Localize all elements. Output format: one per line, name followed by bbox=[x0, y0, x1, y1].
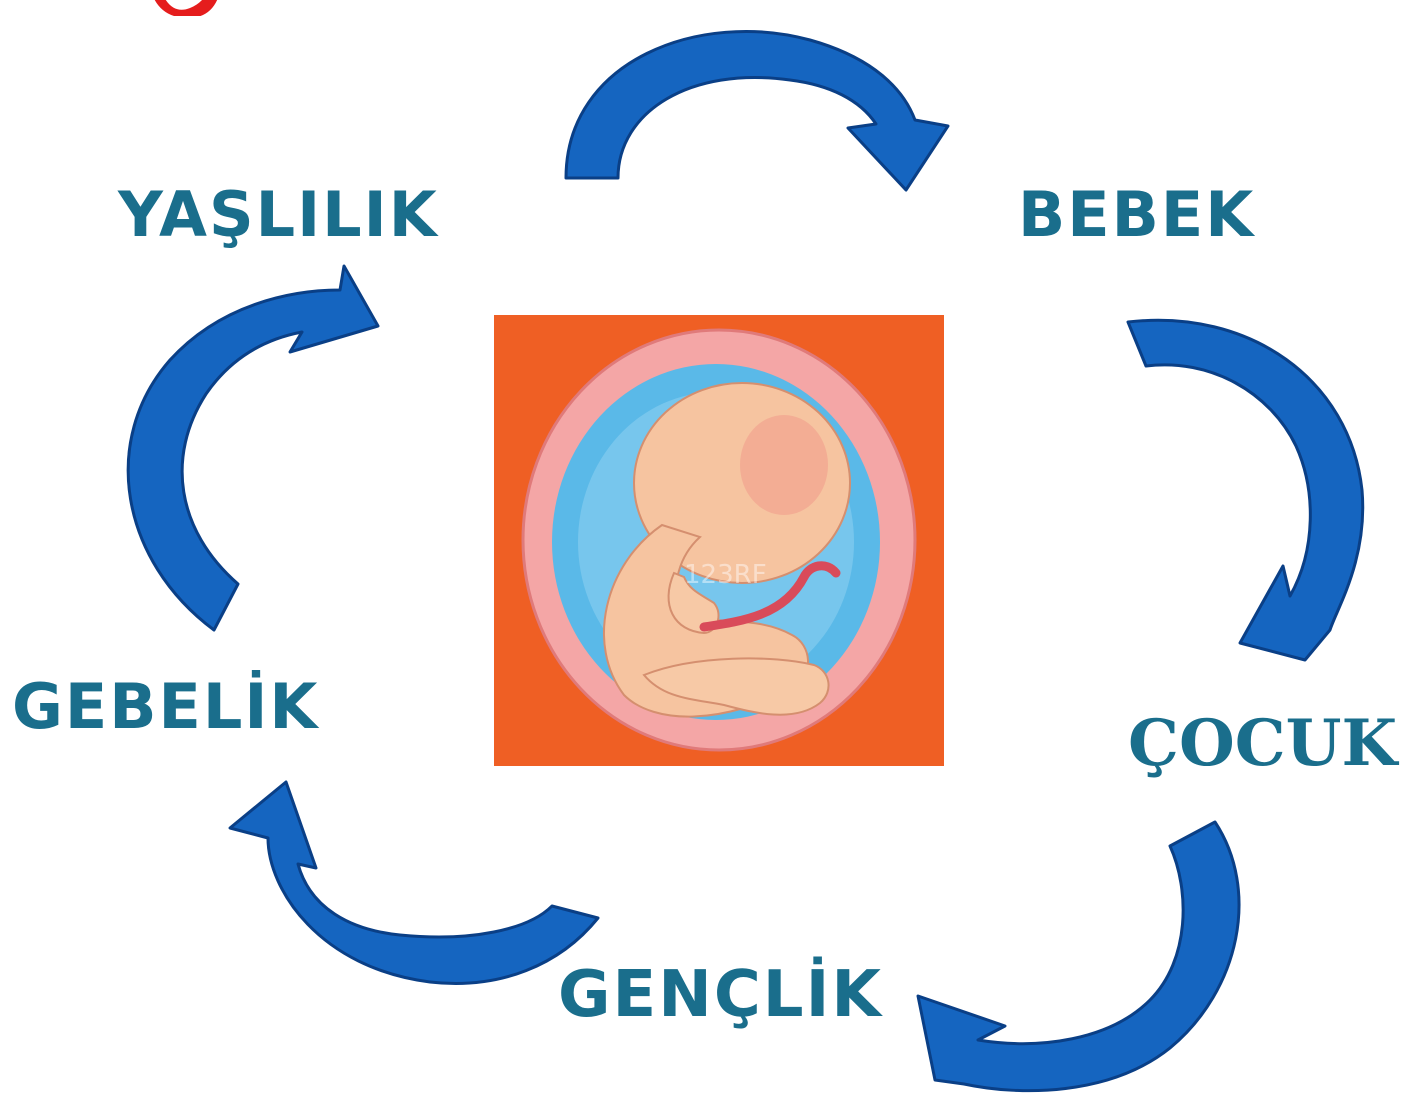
label-bebek: BEBEK bbox=[1018, 184, 1255, 246]
cycle-arrow-icon bbox=[918, 822, 1239, 1091]
label-genclik: GENÇLİK bbox=[558, 963, 883, 1027]
cycle-arrow-icon bbox=[566, 31, 948, 190]
cycle-arrow-icon bbox=[1128, 320, 1363, 660]
cycle-arrow-icon bbox=[128, 266, 378, 630]
label-yaslilik: YAŞLILIK bbox=[118, 184, 439, 246]
label-cocuk: ÇOCUK bbox=[1128, 712, 1397, 776]
embryo-illustration: 123RF bbox=[494, 315, 944, 766]
watermark: 123RF bbox=[684, 560, 767, 590]
cycle-arrow-icon bbox=[230, 782, 598, 983]
label-gebelik: GEBELİK bbox=[12, 676, 319, 738]
